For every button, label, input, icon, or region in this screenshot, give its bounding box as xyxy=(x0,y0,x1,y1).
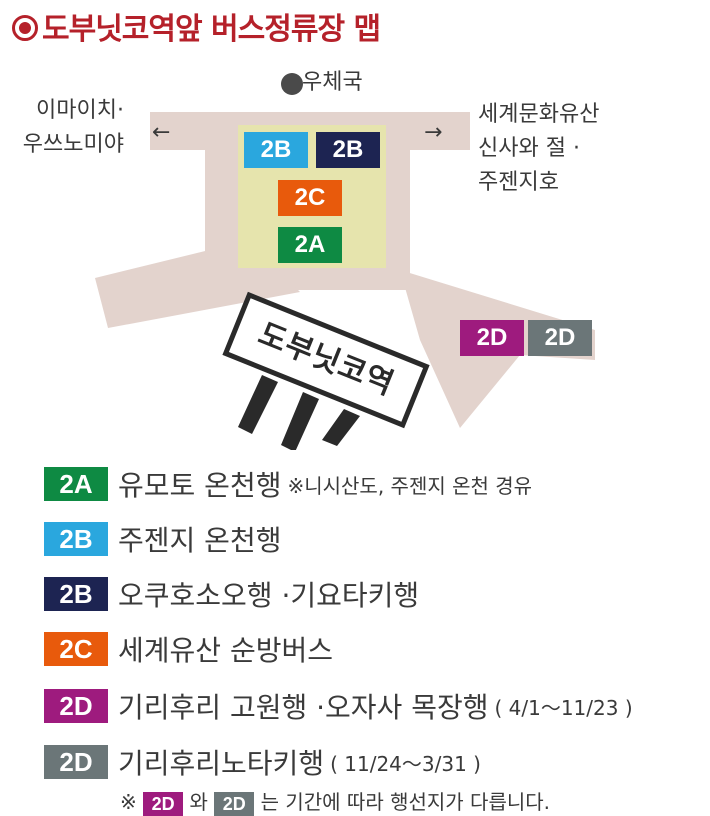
post-office-icon xyxy=(281,73,303,95)
page-title: 도부닛코역앞 버스정류장 맵 xyxy=(12,4,381,48)
footnote-badge-purple: 2D xyxy=(143,791,184,816)
legend-badge: 2C xyxy=(44,632,108,666)
footnote: ※ 2D 와 2D 는 기간에 따라 행선지가 다릅니다. xyxy=(120,786,550,816)
left-destination-line2: 우쓰노미야 xyxy=(22,132,124,157)
legend-badge: 2D xyxy=(44,689,108,723)
footnote-prefix: ※ xyxy=(120,790,137,814)
stop-2b-navy: 2B xyxy=(316,132,380,168)
right-destination-line1: 세계문화유산 xyxy=(478,102,600,127)
right-destination-line2: 신사와 절 · xyxy=(478,136,580,161)
sign-legs xyxy=(238,375,360,450)
legend-badge: 2A xyxy=(44,467,108,501)
stop-2b-blue: 2B xyxy=(244,132,308,168)
stop-2d-purple: 2D xyxy=(460,320,524,356)
stop-2d-gray: 2D xyxy=(528,320,592,356)
stop-2a: 2A xyxy=(278,227,342,263)
legend-row-2a: 2A 유모토 온천행※니시산도, 주젠지 온천 경유 xyxy=(44,464,532,502)
legend-badge: 2B xyxy=(44,577,108,611)
circle-bullet-icon xyxy=(12,15,38,41)
legend-badge: 2B xyxy=(44,522,108,556)
legend-note: ( 4/1〜11/23 ) xyxy=(494,695,633,720)
legend-badge: 2D xyxy=(44,745,108,779)
legend-row-2c: 2C 세계유산 순방버스 xyxy=(44,629,333,667)
legend-row-2b-blue: 2B 주젠지 온천행 xyxy=(44,519,281,557)
legend-text: 유모토 온천행 xyxy=(118,469,282,502)
legend-note: ※니시산도, 주젠지 온천 경유 xyxy=(287,473,533,498)
right-destination-line3: 주젠지호 xyxy=(478,170,559,195)
footnote-mid: 와 xyxy=(189,790,208,814)
legend-note: ( 11/24〜3/31 ) xyxy=(330,751,481,776)
footnote-suffix: 는 기간에 따라 행선지가 다릅니다. xyxy=(260,790,550,814)
legend-text: 세계유산 순방버스 xyxy=(118,634,333,667)
legend-row-2d-purple: 2D 기리후리 고원행 ·오자사 목장행( 4/1〜11/23 ) xyxy=(44,686,633,724)
legend-text: 주젠지 온천행 xyxy=(118,524,282,557)
left-destination-line1: 이마이치· xyxy=(36,98,124,123)
post-office-label: 우체국 xyxy=(302,70,363,95)
legend-row-2d-gray: 2D 기리후리노타키행( 11/24〜3/31 ) xyxy=(44,742,481,780)
left-arrow-icon: ← xyxy=(152,120,171,145)
stop-2c: 2C xyxy=(278,180,342,216)
footnote-badge-gray: 2D xyxy=(214,791,255,816)
legend-text: 기리후리 고원행 ·오자사 목장행 xyxy=(118,691,489,724)
legend-text: 기리후리노타키행 xyxy=(118,747,325,780)
legend-row-2b-navy: 2B 오쿠호소오행 ·기요타키행 xyxy=(44,574,419,612)
legend-text: 오쿠호소오행 ·기요타키행 xyxy=(118,579,420,612)
title-text: 도부닛코역앞 버스정류장 맵 xyxy=(42,12,381,47)
right-arrow-icon: → xyxy=(424,120,443,145)
